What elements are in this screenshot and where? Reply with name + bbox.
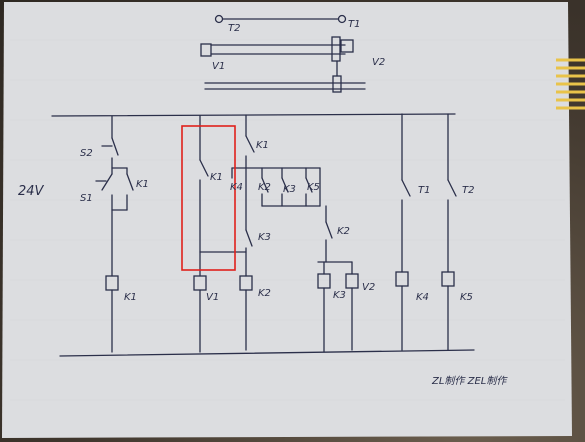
label-v1-top: V1 [212, 61, 225, 72]
rung-6 [441, 113, 457, 351]
top-power-rail [51, 113, 456, 117]
label-k4: K4 [230, 182, 243, 193]
label-coil-k4: K4 [416, 292, 429, 303]
rung-3 [231, 114, 353, 351]
label-k3-contact: K3 [283, 184, 296, 195]
label-t1-top: T1 [348, 19, 360, 30]
label-coil-k5: K5 [460, 292, 473, 303]
label-k5-contact: K5 [307, 182, 320, 193]
rung-2 [193, 115, 247, 353]
label-t2-contact: T2 [462, 185, 474, 196]
label-coil-k2: K2 [258, 288, 271, 299]
label-k3-series: K3 [258, 232, 271, 243]
label-k1-contact-rung1: K1 [136, 179, 149, 190]
label-s2: S2 [80, 148, 93, 159]
label-k1-rung3: K1 [256, 140, 269, 151]
top-mechanism-sketch [200, 14, 366, 93]
signature: ZL制作 ZEL制作 [431, 375, 508, 387]
tape-strip [556, 58, 585, 110]
bottom-power-rail [59, 349, 475, 357]
highlight-box [181, 125, 236, 271]
paper-grid [10, 39, 565, 401]
label-k2-contact: K2 [258, 182, 271, 193]
label-coil-k3: K3 [333, 290, 346, 301]
label-v2-top: V2 [372, 57, 385, 68]
label-coil-v2: V2 [362, 282, 375, 293]
rung-4 [317, 261, 359, 353]
label-k1-contact-rung2: K1 [210, 172, 223, 183]
label-t2-top: T2 [228, 23, 240, 34]
paper-sheet [2, 2, 572, 438]
label-24v: 24V [18, 184, 45, 199]
label-k2-series: K2 [337, 226, 350, 237]
label-t1-contact: T1 [418, 185, 430, 196]
rung-5 [395, 113, 411, 351]
label-coil-k1: K1 [124, 292, 137, 303]
rung-1 [95, 115, 134, 353]
label-coil-v1: V1 [206, 292, 219, 303]
label-s1: S1 [80, 193, 93, 204]
